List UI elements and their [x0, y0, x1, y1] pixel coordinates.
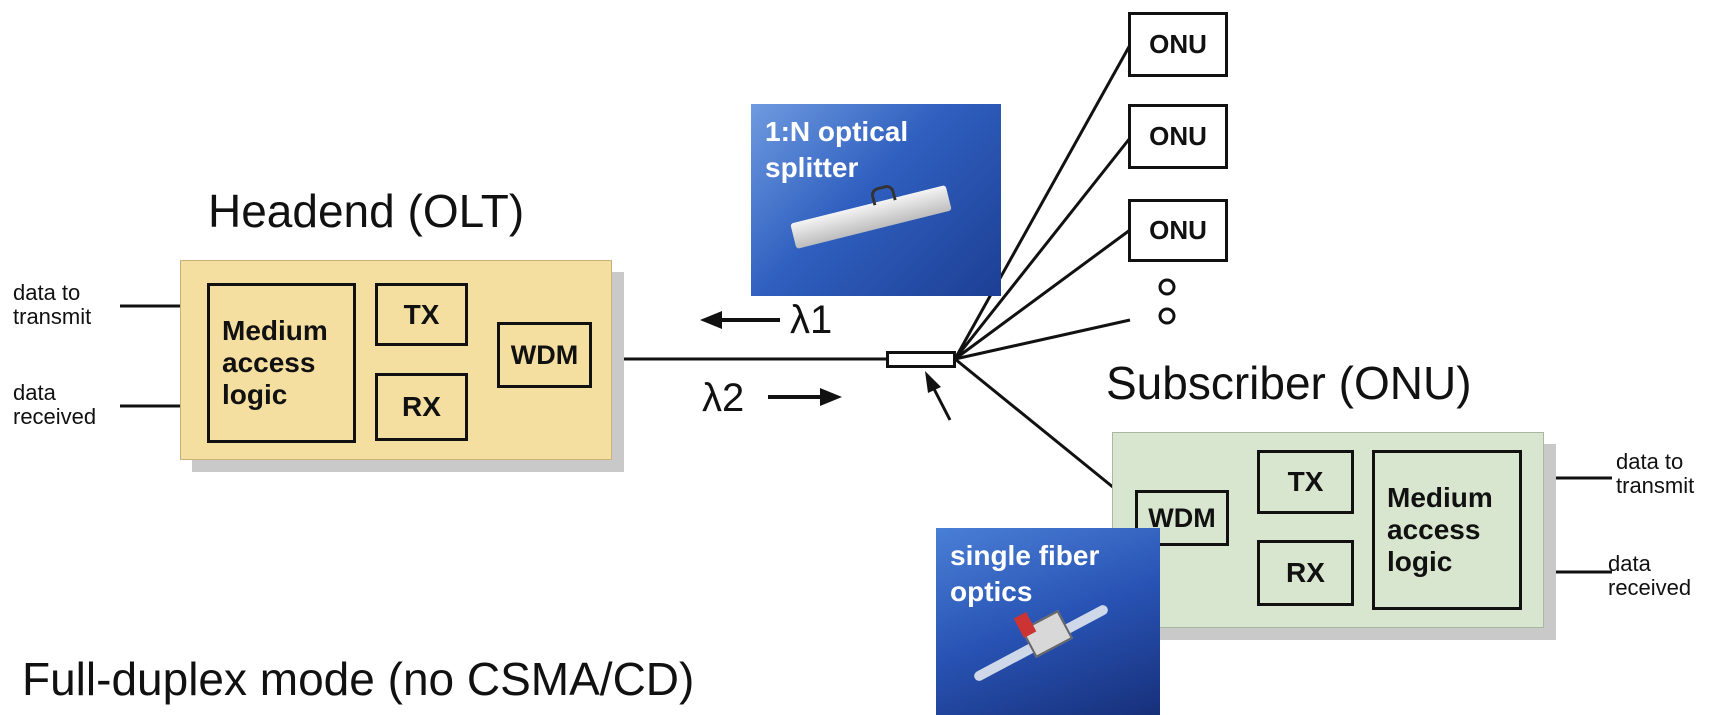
subscriber-panel	[1112, 432, 1544, 628]
subscriber-mal-line-1: Medium	[1387, 482, 1493, 513]
more-onus-dot-2	[1158, 307, 1176, 325]
more-onus-dot-1	[1158, 278, 1176, 296]
fiber-to-onu-1	[953, 44, 1132, 360]
subscriber-mal-line-2: access	[1387, 514, 1481, 545]
headend-data-rx-line-1: data	[13, 380, 56, 405]
fiber-to-more	[954, 318, 1131, 361]
splitter-photo: 1:N optical splitter	[751, 104, 1001, 296]
headend-panel	[180, 260, 612, 460]
onu-label-3: ONU	[1149, 215, 1207, 245]
fiber-photo-label: single fiber optics	[950, 538, 1099, 610]
headend-rx-box: RX	[375, 373, 468, 441]
lambda1-label: λ1	[790, 298, 833, 342]
fiber-to-onu-2	[953, 137, 1132, 360]
headend-tx-label: TX	[403, 298, 440, 330]
headend-rx-label: RX	[402, 391, 441, 422]
fiber-optics-photo: single fiber optics	[936, 528, 1160, 715]
splitter-photo-label: 1:N optical splitter	[765, 114, 908, 186]
subscriber-data-rx-line-1: data	[1608, 551, 1651, 576]
headend-data-tx-line-2: transmit	[13, 304, 92, 329]
headend-mal-line-3: logic	[222, 379, 288, 410]
subscriber-data-tx-line-2: transmit	[1616, 473, 1695, 498]
subscriber-medium-access-logic: Medium access logic	[1372, 450, 1522, 610]
onu-box-2: ONU	[1128, 104, 1228, 169]
headend-title: Headend (OLT)	[208, 185, 525, 237]
subscriber-rx-label: RX	[1286, 557, 1325, 588]
subscriber-data-received: data received	[1608, 552, 1691, 600]
splitter-label-line-2: splitter	[765, 152, 859, 183]
splitter-pointer-shaft	[930, 384, 952, 421]
headend-data-tx-line-1: data to	[13, 280, 81, 305]
onu-box-3: ONU	[1128, 199, 1228, 262]
splitter-pointer-head	[925, 371, 941, 393]
headend-mal-line-1: Medium	[222, 315, 328, 346]
onu-label-1: ONU	[1149, 29, 1207, 59]
subscriber-tx-label: TX	[1287, 466, 1324, 497]
onu-box-1: ONU	[1128, 12, 1228, 77]
subscriber-tx-box: TX	[1257, 450, 1354, 514]
headend-medium-access-logic: Medium access logic	[207, 283, 356, 443]
onu-label-2: ONU	[1149, 121, 1207, 151]
subscriber-mal-line-3: logic	[1387, 546, 1453, 577]
lambda2-arrow-head	[820, 388, 842, 406]
subscriber-data-to-transmit: data to transmit	[1616, 450, 1694, 498]
lambda1-arrow-head	[700, 311, 722, 329]
headend-mal-line-2: access	[222, 347, 316, 378]
fiber-to-subscriber	[954, 357, 1136, 507]
subscriber-data-rx-line-2: received	[1608, 575, 1692, 600]
headend-data-received: data received	[13, 381, 96, 429]
headend-data-to-transmit: data to transmit	[13, 281, 91, 329]
subscriber-data-tx-line-1: data to	[1616, 449, 1684, 474]
headend-wdm-label: WDM	[510, 339, 579, 370]
fiber-label-line-2: optics	[950, 576, 1033, 607]
subscriber-rx-box: RX	[1257, 540, 1354, 606]
splitter-symbol	[886, 351, 956, 368]
headend-tx-box: TX	[375, 283, 468, 346]
fiber-label-line-1: single fiber	[950, 540, 1100, 571]
headend-wdm-box: WDM	[497, 322, 592, 388]
subscriber-title: Subscriber (ONU)	[1106, 357, 1472, 409]
splitter-label-line-1: 1:N optical	[765, 116, 909, 147]
fiber-to-onu-3	[954, 228, 1131, 361]
headend-data-rx-line-2: received	[13, 404, 97, 429]
lambda2-label: λ2	[702, 376, 745, 420]
subscriber-wdm-box: WDM	[1135, 490, 1229, 546]
subscriber-wdm-label: WDM	[1148, 502, 1216, 533]
duplex-caption: Full-duplex mode (no CSMA/CD)	[22, 653, 695, 705]
